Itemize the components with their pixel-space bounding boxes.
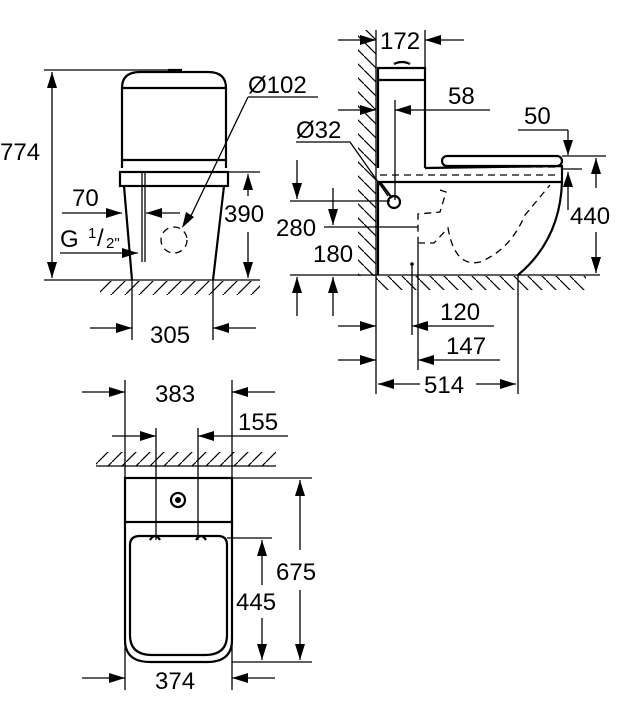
dim-bowl-length: 445	[236, 589, 276, 616]
flush-button-icon	[169, 491, 187, 509]
wall-hatch	[96, 452, 276, 466]
dim-overflow-diameter: Ø32	[296, 117, 341, 144]
dim-outlet-axis: 120	[440, 299, 480, 326]
dim-inlet-height: 390	[224, 201, 264, 228]
svg-text:/: /	[97, 225, 104, 252]
cistern-top	[123, 476, 234, 524]
thread-denominator: 2"	[106, 235, 120, 252]
side-view: 172 58 50 440 Ø32 280 180 120	[276, 28, 610, 399]
dim-fixing-spacing: 155	[238, 409, 278, 436]
dim-total-depth: 514	[424, 372, 464, 399]
dim-height-total: 774	[0, 139, 40, 166]
overflow-circle	[386, 194, 402, 210]
dim-seat-thickness: 50	[524, 103, 551, 130]
outlet-circle	[160, 226, 188, 254]
cistern-base	[118, 170, 230, 188]
cistern-outline	[120, 70, 228, 168]
dim-outlet-diameter: Ø102	[248, 72, 307, 99]
dim-inlet-offset: 70	[72, 185, 99, 212]
dim-outlet-height: 180	[313, 241, 353, 268]
cistern-side	[376, 66, 427, 168]
top-view: 383 155 675 445 374	[82, 380, 316, 695]
dim-total-width: 383	[155, 381, 195, 408]
bowl-side	[376, 181, 564, 276]
dim-seat-height: 440	[570, 203, 610, 230]
thread-numerator: 1	[88, 225, 96, 242]
dim-base-width: 305	[150, 322, 190, 349]
inlet-thread-label: G	[60, 226, 79, 253]
dim-overflow-height: 280	[276, 215, 316, 242]
seat-top	[128, 534, 229, 657]
dim-inlet-wall-offset: 58	[448, 83, 475, 110]
wall-hatch	[358, 30, 376, 276]
floor-hatch	[376, 276, 586, 290]
dim-bowl-width: 374	[155, 668, 195, 695]
dim-total-length: 675	[276, 559, 316, 586]
floor-hatch	[100, 281, 260, 295]
dim-tank-depth: 172	[380, 28, 420, 55]
bowl-top	[123, 522, 234, 664]
seat-side	[440, 154, 564, 168]
dim-outlet-center: 147	[446, 333, 486, 360]
pedestal-outline	[122, 185, 226, 281]
front-view: 774 Ø102 70 G 1 / 2" 390 305	[0, 68, 318, 349]
